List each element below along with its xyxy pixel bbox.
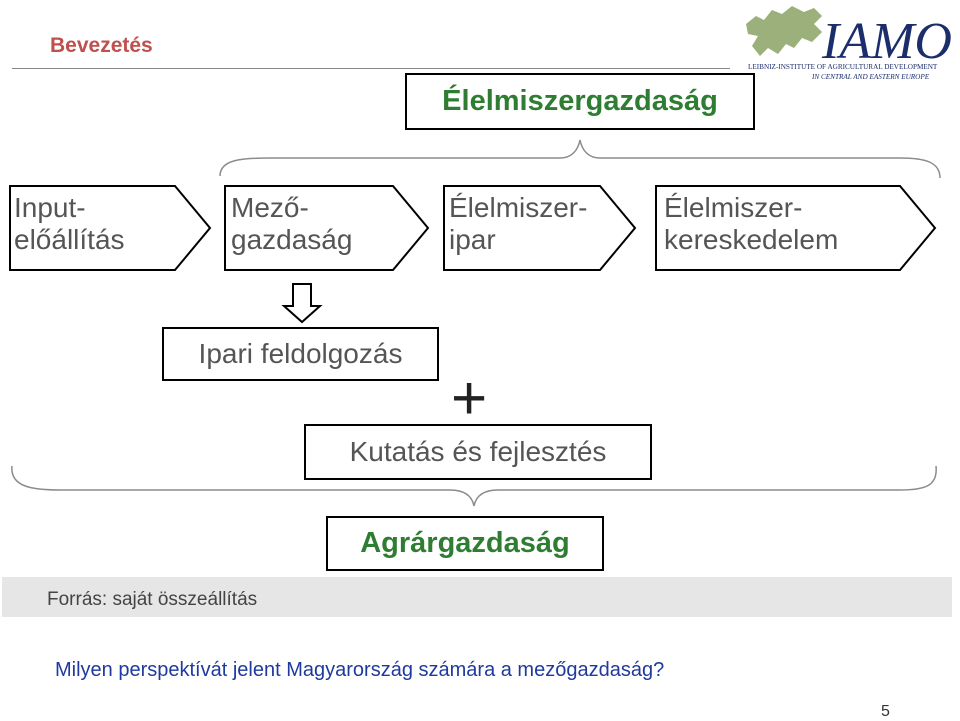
iamo-logo: IAMO LEIBNIZ-INSTITUTE OF AGRICULTURAL D… [746, 6, 952, 81]
chain-label-line: kereskedelem [664, 224, 839, 255]
processing-box-label: Ipari feldolgozás [198, 338, 403, 369]
chain-label-line: Élelmiszer- [449, 192, 588, 223]
chain-label-mezogazdasag: Mező- gazdaság [231, 192, 352, 256]
chain-arrow-elelmiszeripar [443, 185, 637, 271]
research-box-label: Kutatás és fejlesztés [349, 436, 607, 467]
page-number: 5 [881, 703, 890, 720]
logo-wordmark: IAMO [821, 13, 952, 70]
down-arrow-icon [281, 283, 323, 324]
top-brace [219, 139, 941, 179]
bottom-brace [11, 465, 937, 507]
footer-question: Milyen perspektívát jelent Magyarország … [55, 659, 665, 681]
bottom-box-label: Agrárgazdaság [360, 527, 570, 559]
chain-label-kereskedelem: Élelmiszer- kereskedelem [664, 192, 838, 256]
header-divider [12, 68, 730, 69]
chain-label-elelmiszeripar: Élelmiszer- ipar [449, 192, 587, 256]
chain-label-line: előállítás [14, 224, 125, 255]
logo-subtitle-1: LEIBNIZ-INSTITUTE OF AGRICULTURAL DEVELO… [748, 63, 938, 71]
chain-label-line: Input- [14, 192, 86, 223]
top-box-label: Élelmiszergazdaság [442, 85, 718, 117]
processing-box: Ipari feldolgozás [162, 327, 439, 381]
source-bar [2, 577, 952, 617]
section-title: Bevezetés [50, 34, 153, 57]
source-text: Forrás: saját összeállítás [47, 589, 258, 610]
chain-label-input: Input- előállítás [14, 192, 125, 256]
chain-arrow-kereskedelem [655, 185, 937, 271]
plus-sign: + [451, 364, 488, 433]
bottom-box-agrargazdasag: Agrárgazdaság [326, 516, 604, 571]
chain-label-line: ipar [449, 224, 496, 255]
chain-label-line: gazdaság [231, 224, 353, 255]
chain-arrow-input [9, 185, 212, 271]
chain-arrow-mezogazdasag [224, 185, 430, 271]
chain-label-line: Élelmiszer- [664, 192, 803, 223]
chain-label-line: Mező- [231, 192, 309, 223]
logo-subtitle-2: IN CENTRAL AND EASTERN EUROPE [811, 73, 930, 81]
logo-map-icon [746, 6, 822, 56]
top-box-elelmiszergazdasag: Élelmiszergazdaság [405, 73, 755, 130]
research-box: Kutatás és fejlesztés [304, 424, 652, 480]
